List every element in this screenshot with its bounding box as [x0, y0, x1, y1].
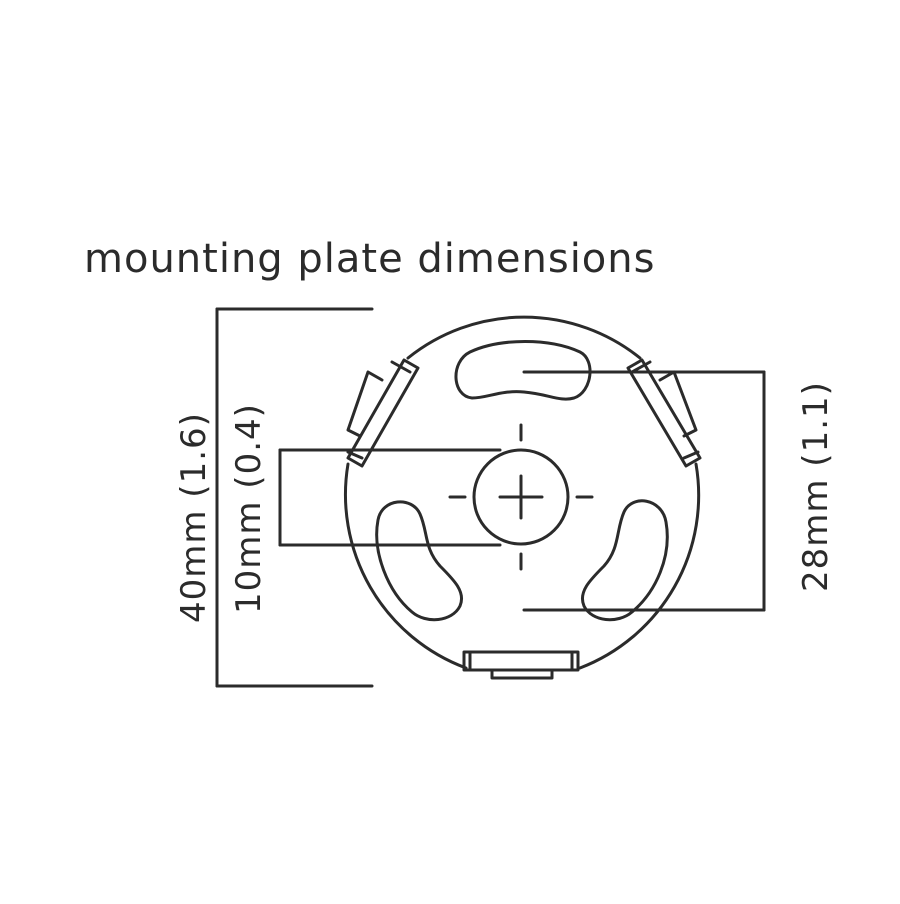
slots — [375, 340, 669, 622]
dimension-slot-span — [522, 370, 766, 612]
tab-top-right — [626, 358, 702, 468]
center-hole — [448, 423, 594, 571]
diagram-title: mounting plate dimensions — [84, 236, 655, 282]
dimension-overall-label: 40mm (1.6) — [174, 412, 214, 623]
slot-right — [581, 499, 669, 622]
dimension-overall — [215, 307, 374, 688]
tab-top-left — [346, 358, 420, 468]
tab-bottom — [462, 650, 580, 680]
slot-left — [375, 500, 463, 622]
dimension-center-hole-label: 10mm (0.4) — [229, 403, 269, 614]
slot-top — [454, 340, 592, 401]
dimension-slot-span-label: 28mm (1.1) — [796, 381, 836, 592]
plate-outline — [343, 315, 701, 670]
dimension-center-hole — [278, 448, 502, 547]
